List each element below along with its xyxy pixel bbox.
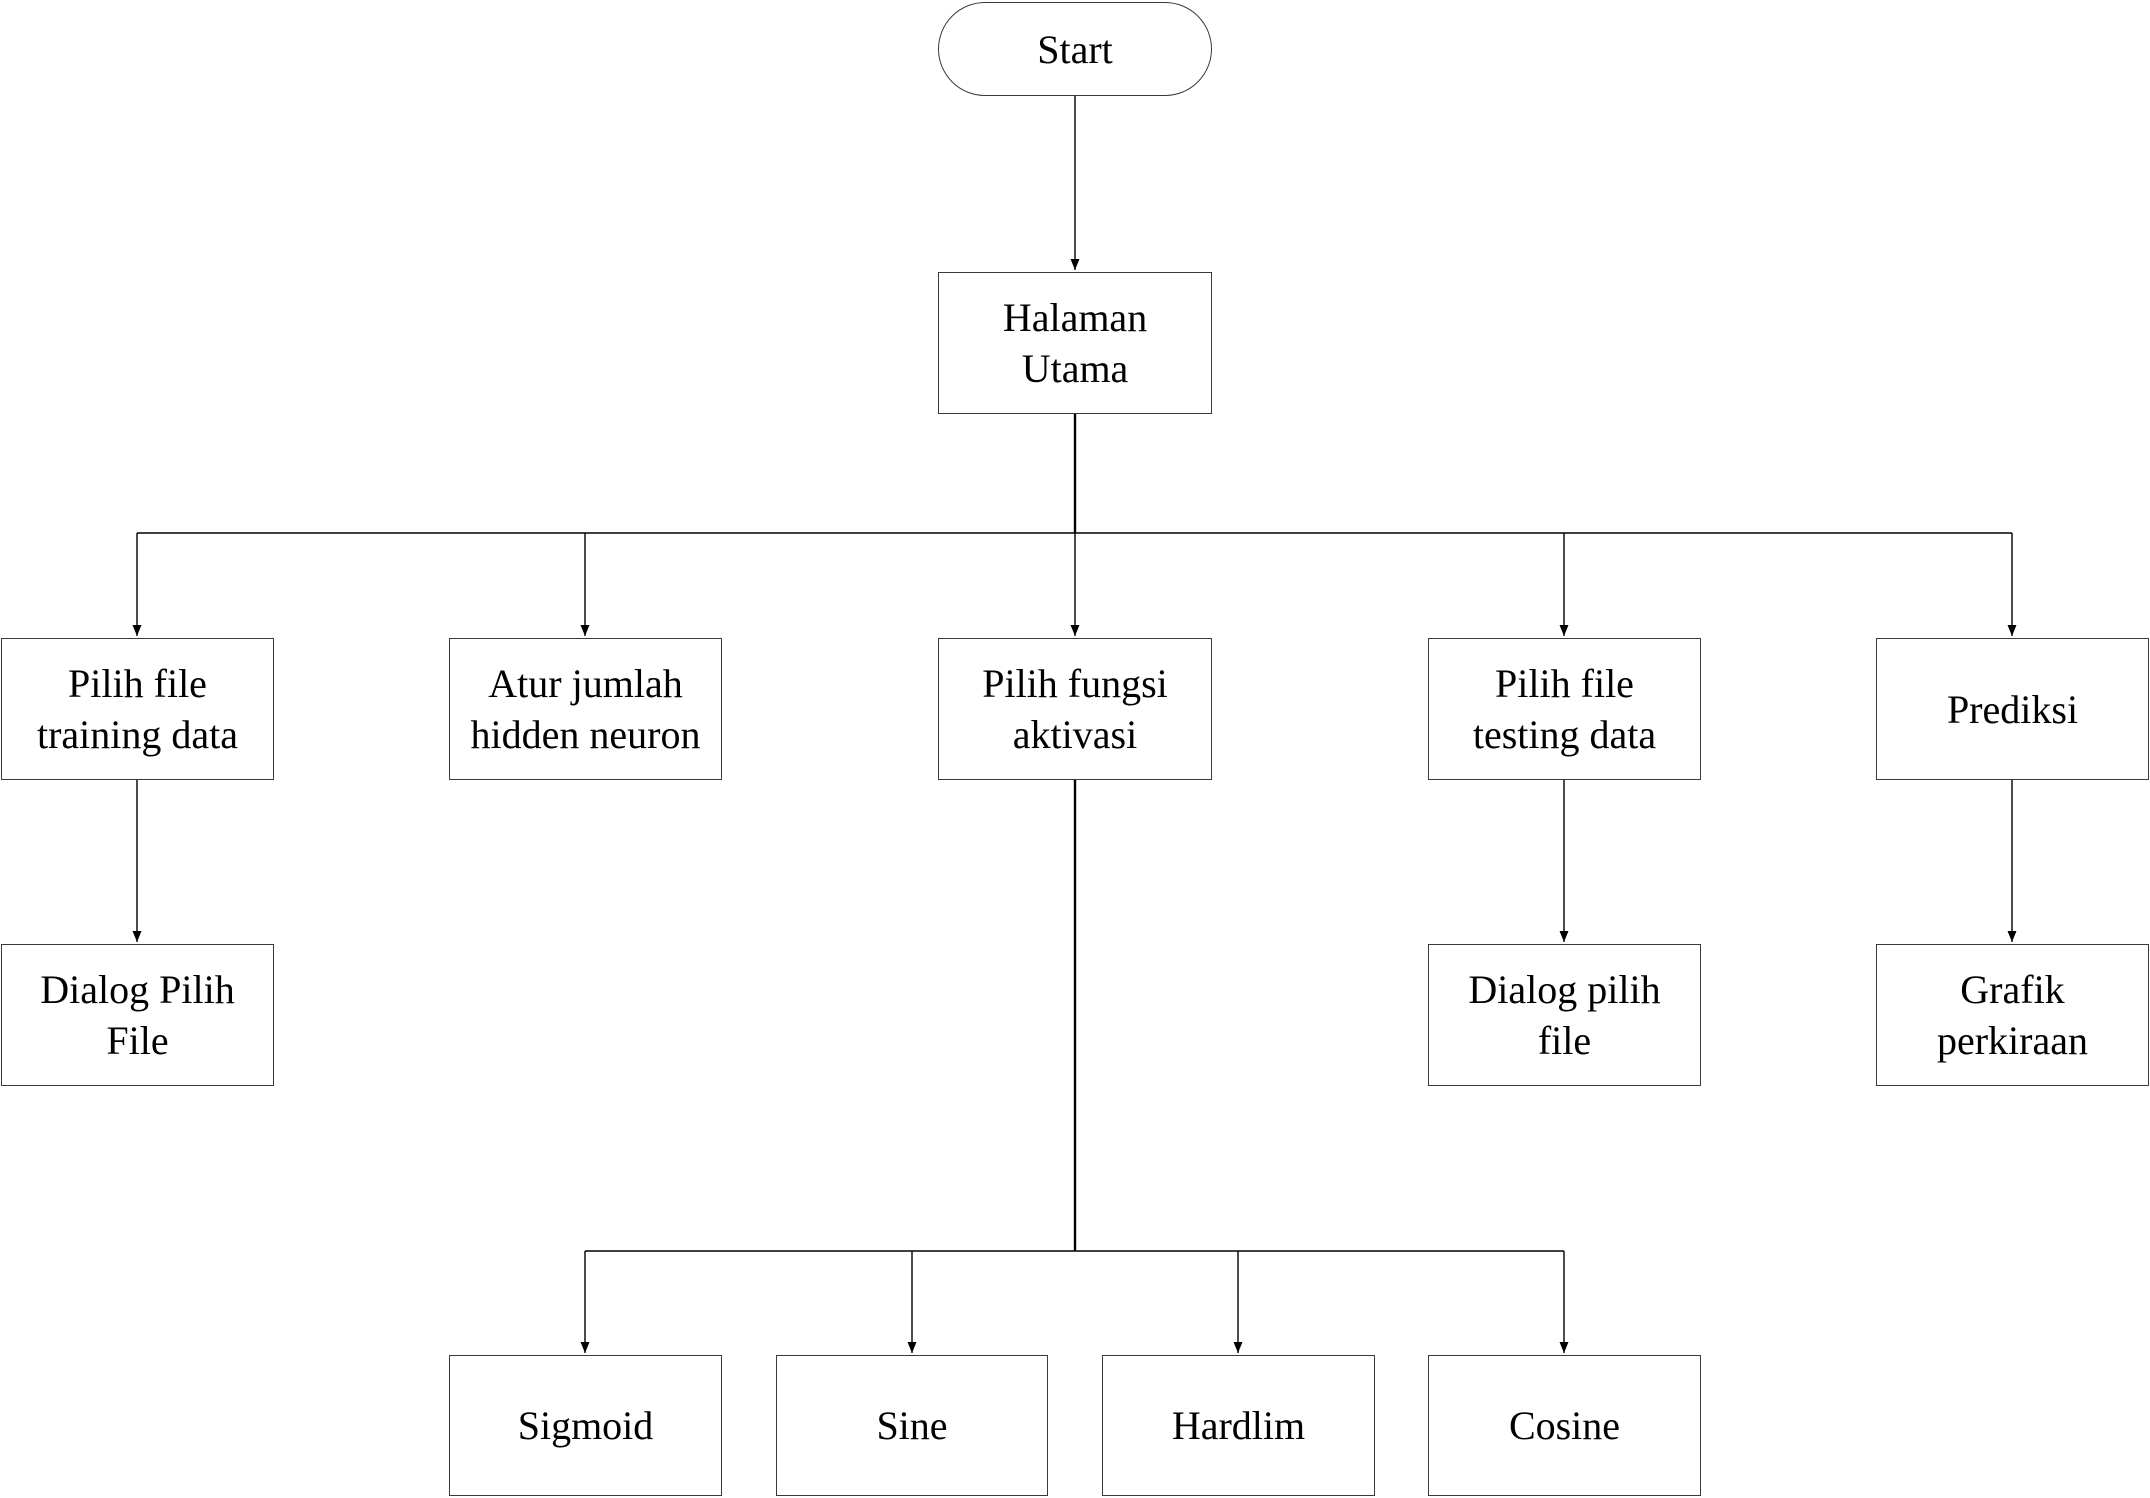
prediction-label: Prediksi xyxy=(1946,686,2079,732)
prediction-node: Prediksi xyxy=(1876,638,2149,780)
start-label: Start xyxy=(1037,26,1113,72)
cosine-label: Cosine xyxy=(1508,1403,1621,1448)
start-node: Start xyxy=(938,2,1212,96)
sine-label: Sine xyxy=(876,1403,948,1448)
sigmoid-label: Sigmoid xyxy=(517,1403,654,1448)
sine-node: Sine xyxy=(776,1355,1048,1496)
hardlim-label: Hardlim xyxy=(1171,1403,1306,1448)
hardlim-node: Hardlim xyxy=(1102,1355,1375,1496)
sigmoid-node: Sigmoid xyxy=(449,1355,722,1496)
cosine-node: Cosine xyxy=(1428,1355,1701,1496)
